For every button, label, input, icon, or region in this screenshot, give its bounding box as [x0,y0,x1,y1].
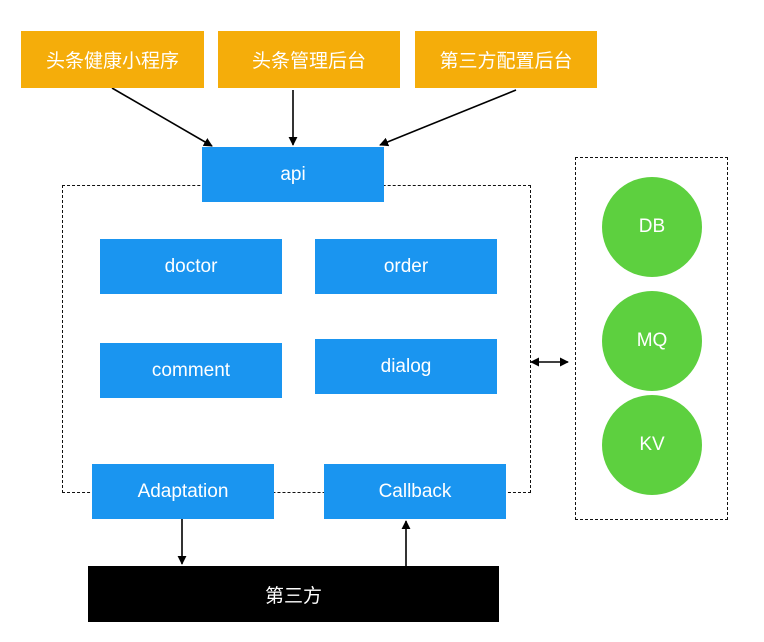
storage-db: DB [602,177,702,277]
module-doctor: doctor [100,239,282,294]
storage-label: DB [638,216,666,237]
api-box: api [202,147,384,202]
module-comment: comment [100,343,282,398]
callback-box: Callback [324,464,506,519]
callback-label: Callback [378,480,452,502]
client-label: 头条健康小程序 [45,51,179,72]
arrow-miniprogram-to-api [111,87,213,147]
client-third-party-config: 第三方配置后台 [415,31,597,88]
module-label: comment [151,359,231,381]
client-admin-backend: 头条管理后台 [218,31,400,88]
client-label: 头条管理后台 [251,51,366,72]
module-order: order [315,239,497,294]
adaptation-box: Adaptation [92,464,274,519]
arrow-config-to-api [379,89,517,147]
api-label: api [280,163,306,185]
client-label: 第三方配置后台 [439,51,573,72]
storage-label: KV [639,434,665,455]
module-label: order [383,255,429,277]
third-party-box: 第三方 [88,566,499,622]
module-label: dialog [380,355,432,377]
storage-mq: MQ [602,291,702,391]
module-label: doctor [164,255,218,277]
storage-label: MQ [636,330,668,351]
third-party-label: 第三方 [264,585,322,607]
client-health-miniprogram: 头条健康小程序 [21,31,204,88]
adaptation-label: Adaptation [137,480,229,502]
storage-boundary [575,157,728,520]
module-dialog: dialog [315,339,497,394]
storage-kv: KV [602,395,702,495]
